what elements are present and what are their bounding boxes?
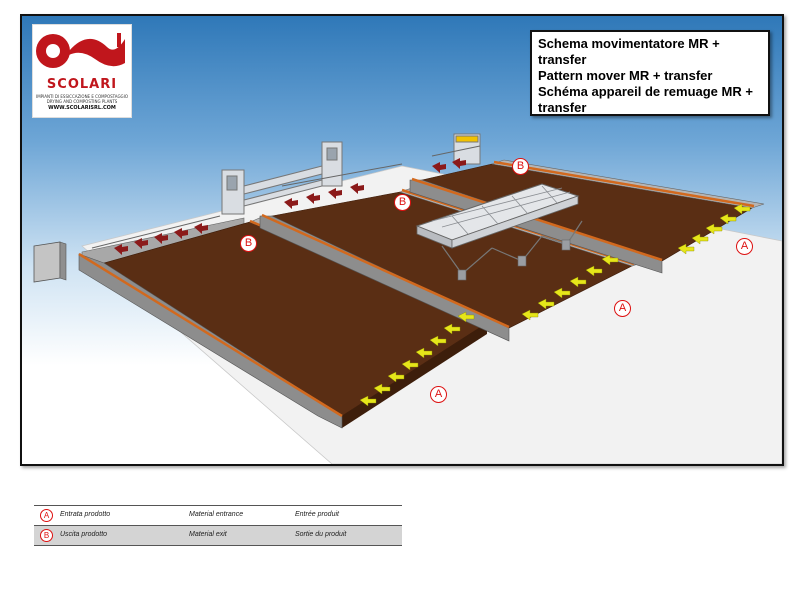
marker-exit-lane1: B <box>240 235 257 252</box>
marker-entrance-lane1: A <box>430 386 447 403</box>
diagram-frame: B B B A A A SCOLARI IMPIANTI DI ESSICCAZ… <box>20 14 784 466</box>
marker-exit-lane3: B <box>512 158 529 175</box>
marker-entrance-lane2: A <box>614 300 631 317</box>
legend-symbol-a: A <box>40 509 53 522</box>
legend-row-exit: B Uscita prodotto Material exit Sortie d… <box>34 525 402 546</box>
logo-url: WWW.SCOLARISRL.COM <box>33 105 131 111</box>
company-logo: SCOLARI IMPIANTI DI ESSICCAZIONE E COMPO… <box>32 24 132 118</box>
title-box: Schema movimentatore MR + transfer Patte… <box>530 30 770 116</box>
legend-english: Material exit <box>189 531 227 538</box>
title-line-italian: Schema movimentatore MR + transfer <box>538 36 762 68</box>
legend-french: Sortie du produit <box>295 531 346 538</box>
legend-italian: Uscita prodotto <box>60 531 107 538</box>
title-line-english: Pattern mover MR + transfer <box>538 68 762 84</box>
legend-table: A Entrata prodotto Material entrance Ent… <box>34 505 402 546</box>
legend-italian: Entrata prodotto <box>60 511 110 518</box>
legend-french: Entrée produit <box>295 511 339 518</box>
logo-emblem-icon <box>33 25 131 77</box>
lane1-end-block-side <box>60 242 66 280</box>
lane1-end-block <box>34 242 60 282</box>
title-line-french-cont: transfer <box>538 100 762 116</box>
marker-entrance-lane3: A <box>736 238 753 255</box>
title-line-french: Schéma appareil de remuage MR + <box>538 84 762 100</box>
logo-brand-text: SCOLARI <box>33 77 131 92</box>
legend-english: Material entrance <box>189 511 243 518</box>
legend-row-entrance: A Entrata prodotto Material entrance Ent… <box>34 505 402 525</box>
legend-symbol-b: B <box>40 529 53 542</box>
logo-tagline: IMPIANTI DI ESSICCAZIONE E COMPOSTAGGIO … <box>35 94 129 104</box>
marker-exit-lane2: B <box>394 194 411 211</box>
